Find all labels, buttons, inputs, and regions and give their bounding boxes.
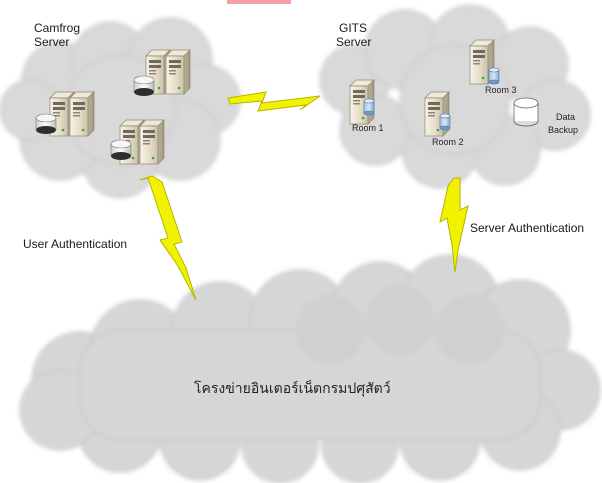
internet-network-label: โครงข่ายอินเตอร์เน็ตกรมปศุสัตว์: [194, 380, 391, 396]
bolt-user-authentication: [139, 175, 197, 301]
room2-label: Room 2: [432, 137, 464, 147]
room2-server: [424, 91, 451, 137]
bolt-between-servers: [227, 91, 321, 112]
user-authentication-label: User Authentication: [23, 237, 128, 251]
gits-title-line2: Server: [336, 35, 372, 49]
camfrog-title-line2: Server: [34, 35, 70, 49]
data-backup-disk: [513, 97, 539, 127]
gits-title-line1: GITS: [339, 21, 368, 35]
internet-cloud: [19, 254, 601, 483]
camfrog-title-line1: Camfrog: [34, 21, 81, 35]
data-backup-label-line1: Data: [556, 112, 576, 122]
room1-label: Room 1: [352, 123, 384, 133]
data-backup-label-line2: Backup: [548, 125, 579, 135]
room3-label: Room 3: [485, 85, 517, 95]
header-accent-strip: [227, 0, 291, 4]
bolt-server-authentication: [439, 177, 469, 273]
server-authentication-label: Server Authentication: [470, 221, 585, 235]
room1-server: [349, 79, 375, 125]
